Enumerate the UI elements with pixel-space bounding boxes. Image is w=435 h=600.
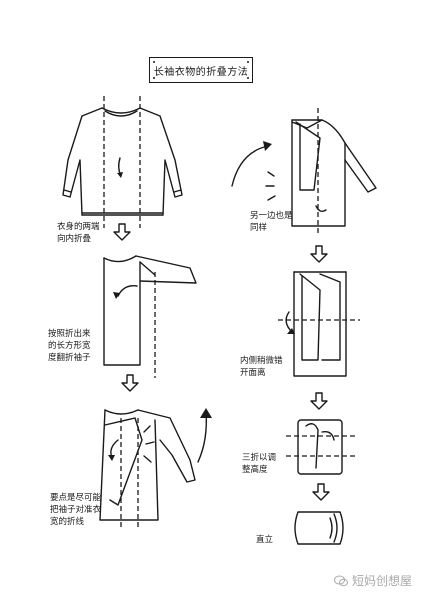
step4-swing-arrow-head — [263, 141, 272, 151]
shirt-right-side — [139, 107, 183, 216]
sleeve-fold-arrow-head — [113, 292, 120, 299]
left-cuff — [63, 189, 72, 193]
right-cuff — [173, 189, 182, 193]
down-arrow — [310, 392, 328, 410]
pin-dot — [246, 61, 249, 64]
pin-dot — [153, 76, 156, 79]
watermark-label: 短妈创想屋 — [352, 574, 413, 588]
step4-folded-left-sleeve — [295, 121, 321, 191]
step3-note: 要点是尽可能 把袖子对准衣 宽的折线 — [50, 493, 102, 527]
step7-roll-edge-inner — [329, 517, 333, 539]
step4-small-arrow — [315, 205, 327, 213]
down-arrow — [312, 483, 330, 501]
step5-note: 内侧稍微错 开面离 — [240, 356, 283, 378]
step6-curl — [321, 430, 335, 441]
step5-right-panel — [319, 273, 341, 361]
shirt-step3-illustration — [99, 408, 212, 528]
shirt-left-side — [62, 107, 103, 216]
watermark: 短妈创想屋 — [334, 572, 412, 589]
sleeve-crease — [139, 261, 156, 276]
step5-left-panel — [299, 273, 321, 361]
pin-dot — [246, 76, 249, 79]
sleeve-fold-arrow — [117, 285, 138, 297]
step3-right-sleeve — [137, 409, 196, 483]
step6-folded-block — [297, 419, 343, 475]
step1-note: 衣身的两端 向内折叠 — [57, 222, 100, 244]
step4-emphasis-ticks — [265, 171, 276, 201]
shirt-step5-illustration — [278, 271, 360, 377]
step5-arrow — [285, 311, 293, 333]
step4-right-sleeve — [321, 119, 377, 193]
step5-arrow-head — [287, 328, 295, 334]
extended-sleeve — [135, 255, 197, 284]
step4-body-outline — [291, 119, 346, 227]
folded-body-outline — [103, 257, 141, 366]
page-title: 长袖衣物的折叠方法 — [153, 66, 249, 78]
shirt-step4-illustration — [231, 108, 377, 236]
shirt-step6-illustration — [286, 419, 356, 475]
step6-note: 三折以调 整高度 — [242, 453, 277, 475]
fold-arrow-head — [117, 172, 123, 178]
big-up-arrow-head — [200, 408, 212, 418]
down-arrow — [121, 374, 139, 392]
step4-swing-arrow — [231, 145, 269, 187]
down-arrow — [310, 245, 328, 263]
down-arrow — [113, 223, 131, 241]
shirt-step2-illustration — [103, 255, 197, 378]
big-up-arrow — [197, 411, 208, 463]
shirt-full-illustration — [62, 96, 183, 228]
step3-folded-sleeve — [104, 417, 143, 506]
step2-collar — [103, 255, 137, 263]
shirt-collar — [101, 107, 141, 114]
title-frame: 长袖衣物的折叠方法 — [149, 57, 253, 83]
step3-arrow-head — [108, 455, 115, 461]
pin-dot — [153, 61, 156, 64]
step2-note: 按照折出来 的长方形宽 度翻折袖子 — [48, 329, 91, 363]
step5-body-outline — [293, 271, 347, 377]
shirt-collar-inner — [104, 110, 138, 117]
step7-note: 直立 — [256, 535, 274, 545]
step3-collar — [104, 409, 139, 415]
step7-roll-edge — [333, 513, 338, 543]
step6-inner-fold — [305, 423, 319, 469]
wechat-icon — [334, 575, 348, 586]
step7-upright-roll — [294, 511, 344, 545]
shirt-step7-illustration — [294, 511, 344, 545]
step3-body-outline — [99, 409, 159, 521]
step3-emphasis-ticks — [143, 425, 155, 463]
step4-note: 另一边也是 同样 — [250, 211, 293, 233]
